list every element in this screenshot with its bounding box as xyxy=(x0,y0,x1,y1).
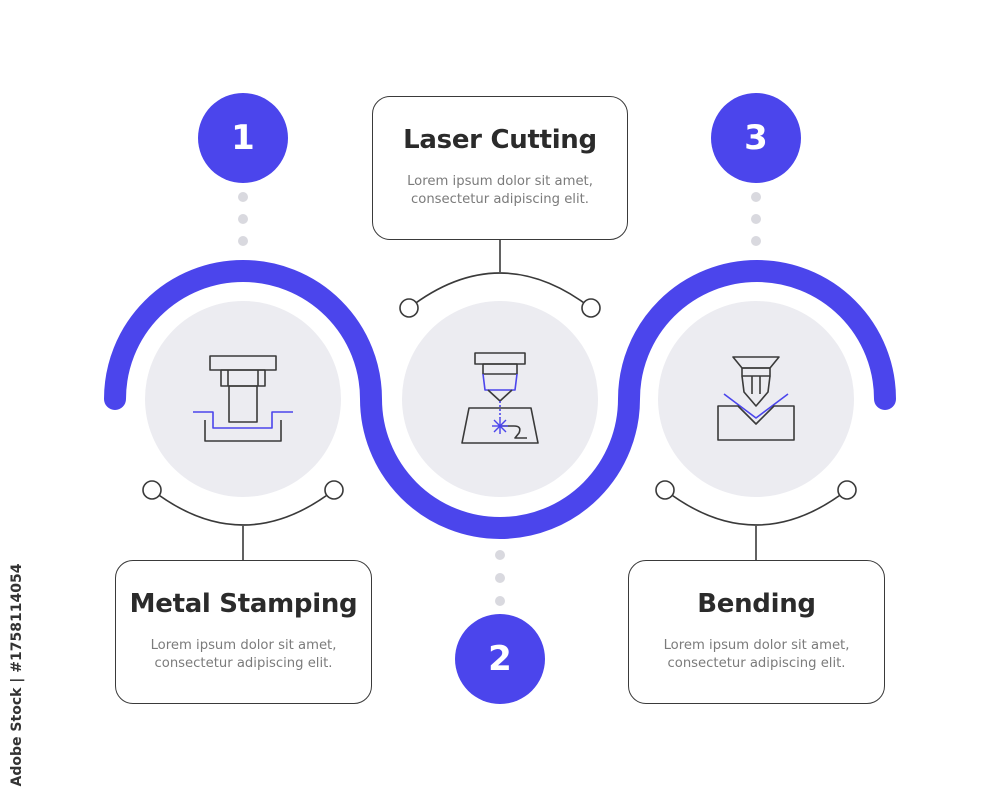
connector-dot xyxy=(238,214,248,224)
stock-id-side-text: Adobe Stock | #1758114054 xyxy=(6,560,28,790)
arc-step-2 xyxy=(408,272,592,309)
step-3-number-badge: 3 xyxy=(711,93,801,183)
step-1-number-badge: 1 xyxy=(198,93,288,183)
connector-dot xyxy=(751,214,761,224)
metal-stamping-press-icon xyxy=(193,355,293,442)
step-1-description-line-1: Lorem ipsum dolor sit amet, xyxy=(150,638,337,653)
connector-dot xyxy=(495,596,505,606)
step-2-description: Lorem ipsum dolor sit amet, consectetur … xyxy=(373,173,627,209)
step-1-description: Lorem ipsum dolor sit amet, consectetur … xyxy=(116,637,371,673)
step-2-description-line-2: consectetur adipiscing elit. xyxy=(411,192,589,207)
connector-dot xyxy=(751,236,761,246)
connector-dot xyxy=(238,192,248,202)
step-2-number-badge: 2 xyxy=(455,614,545,704)
step-3-card: Bending Lorem ipsum dolor sit amet, cons… xyxy=(628,560,885,704)
arc-step-1 xyxy=(151,489,335,526)
step-3-description-line-2: consectetur adipiscing elit. xyxy=(667,656,846,671)
arc-node xyxy=(581,298,601,318)
step-1-card: Metal Stamping Lorem ipsum dolor sit ame… xyxy=(115,560,372,704)
step-1-title: Metal Stamping xyxy=(129,589,358,619)
arc-node xyxy=(837,480,857,500)
arc-node xyxy=(655,480,675,500)
step-1-circle xyxy=(145,301,341,497)
connector-dot xyxy=(238,236,248,246)
press-brake-bending-icon xyxy=(717,356,795,441)
dotted-connectors xyxy=(238,192,761,606)
step-2-description-line-1: Lorem ipsum dolor sit amet, xyxy=(407,174,593,189)
connector-dot xyxy=(495,573,505,583)
stock-id-label: Adobe Stock | #1758114054 xyxy=(9,563,25,787)
card-connector-arcs xyxy=(151,238,848,562)
step-1-description-line-2: consectetur adipiscing elit. xyxy=(154,656,333,671)
step-3-description: Lorem ipsum dolor sit amet, consectetur … xyxy=(629,637,884,673)
step-2-title: Laser Cutting xyxy=(403,125,597,155)
process-wave-line xyxy=(104,260,896,539)
arc-node xyxy=(399,298,419,318)
step-2-card: Laser Cutting Lorem ipsum dolor sit amet… xyxy=(372,96,628,240)
step-3-circle xyxy=(658,301,854,497)
arc-node xyxy=(324,480,344,500)
laser-cutter-icon xyxy=(461,352,539,444)
arc-node xyxy=(142,480,162,500)
connector-dot xyxy=(751,192,761,202)
connector-dot xyxy=(495,550,505,560)
arc-end-nodes xyxy=(142,298,857,500)
step-3-title: Bending xyxy=(697,589,816,619)
arc-step-3 xyxy=(664,489,848,526)
step-2-circle xyxy=(402,301,598,497)
step-3-description-line-1: Lorem ipsum dolor sit amet, xyxy=(663,638,850,653)
